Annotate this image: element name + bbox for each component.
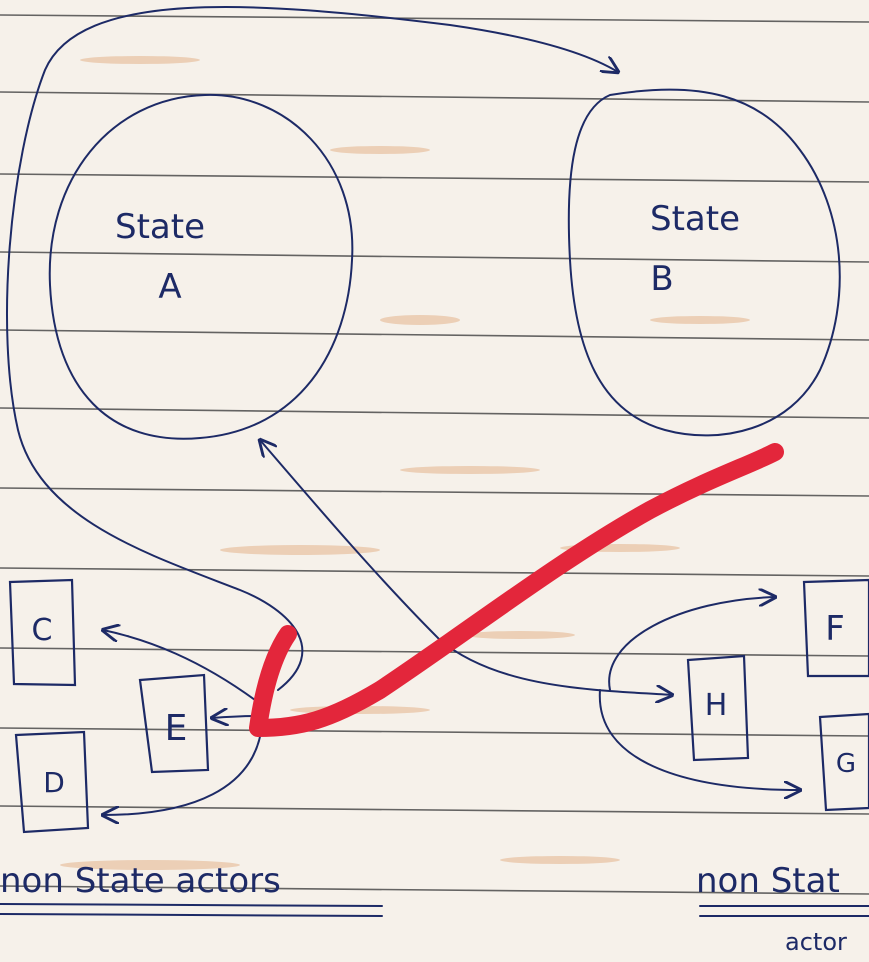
- red-highlight-stroke: [249, 443, 784, 737]
- actor-c-box: C: [8, 578, 77, 687]
- arrow-hub-to-f: [608, 597, 775, 691]
- actor-d-label: D: [43, 766, 65, 799]
- arrow-e-to-state-b: [6, 5, 618, 691]
- arrow-hub-to-g: [598, 689, 800, 790]
- caption-left: non State actors: [0, 861, 383, 917]
- actor-f-box: F: [802, 578, 869, 678]
- state-b-letter: B: [650, 259, 673, 299]
- state-a-letter: A: [158, 267, 181, 307]
- actor-e-box: E: [138, 673, 210, 774]
- actor-f-label: F: [825, 609, 845, 649]
- state-b-label: State: [650, 199, 740, 239]
- caption-left-text: non State actors: [0, 861, 281, 901]
- arrow-hub-to-c: [103, 630, 256, 701]
- state-a-node: State A: [48, 93, 354, 440]
- caption-right: non Stat actor: [696, 861, 869, 956]
- arrow-state-a-to-h: [260, 440, 672, 695]
- state-b-node: State B: [567, 88, 841, 437]
- caption-right-line2: actor: [785, 928, 847, 956]
- arrow-hub-to-d: [103, 724, 263, 815]
- actor-h-box: H: [686, 654, 750, 762]
- actor-e-label: E: [165, 708, 188, 749]
- actor-g-label: G: [836, 749, 856, 779]
- actor-h-label: H: [705, 688, 728, 723]
- state-a-label: State: [115, 207, 205, 247]
- actor-c-label: C: [32, 613, 53, 648]
- notebook-rule-lines: [0, 14, 869, 895]
- actor-d-box: D: [14, 730, 90, 834]
- caption-right-line1: non Stat: [696, 861, 840, 901]
- actor-g-box: G: [818, 712, 869, 812]
